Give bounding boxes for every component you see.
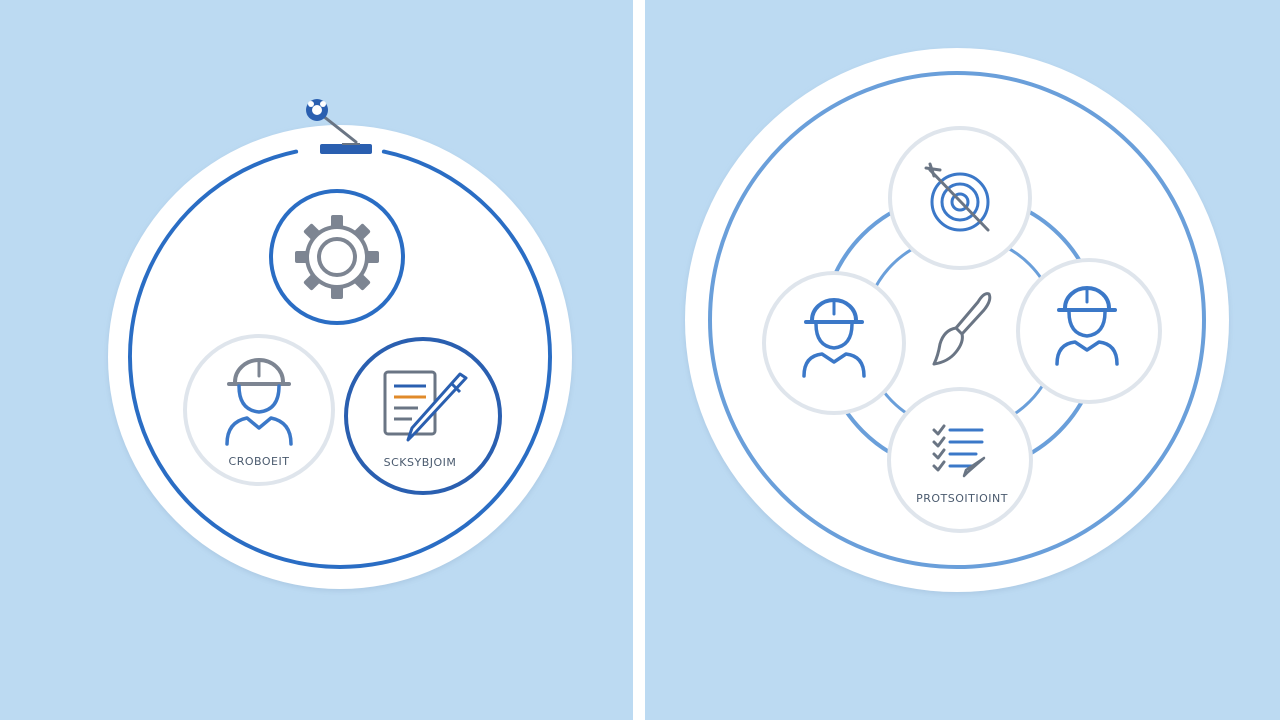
target-arrow-icon — [924, 162, 990, 232]
right-outer-ring — [708, 71, 1206, 569]
checklist-icon — [932, 424, 986, 478]
right-diagram: PROTSOITIOINT — [685, 48, 1229, 592]
document-pen-icon — [383, 370, 468, 442]
worker-hardhat-icon — [1055, 286, 1119, 366]
panel-divider — [633, 0, 645, 720]
right-outer-disc — [685, 48, 1229, 592]
right-worker-node-left — [762, 271, 906, 415]
right-worker-node-right — [1016, 258, 1162, 404]
right-checklist-label: PROTSOITIOINT — [916, 492, 1008, 505]
gear-node — [269, 189, 405, 325]
left-document-label: SCKSYBJOIM — [384, 456, 457, 469]
right-checklist-node: PROTSOITIOINT — [887, 387, 1033, 533]
gear-icon — [295, 215, 379, 299]
worker-hardhat-icon — [802, 298, 866, 378]
left-document-node: SCKSYBJOIM — [344, 337, 502, 495]
left-outer-ring — [128, 149, 552, 569]
wrench-badge-icon — [306, 99, 360, 145]
left-diagram: CROBOEIT SCKSYBJOIM — [108, 99, 572, 589]
brush-icon — [932, 292, 992, 366]
left-worker-node: CROBOEIT — [183, 334, 335, 486]
left-worker-label: CROBOEIT — [229, 455, 290, 468]
left-ring-clip-bar — [320, 144, 372, 154]
right-target-node — [888, 126, 1032, 270]
worker-hardhat-icon — [225, 358, 293, 446]
